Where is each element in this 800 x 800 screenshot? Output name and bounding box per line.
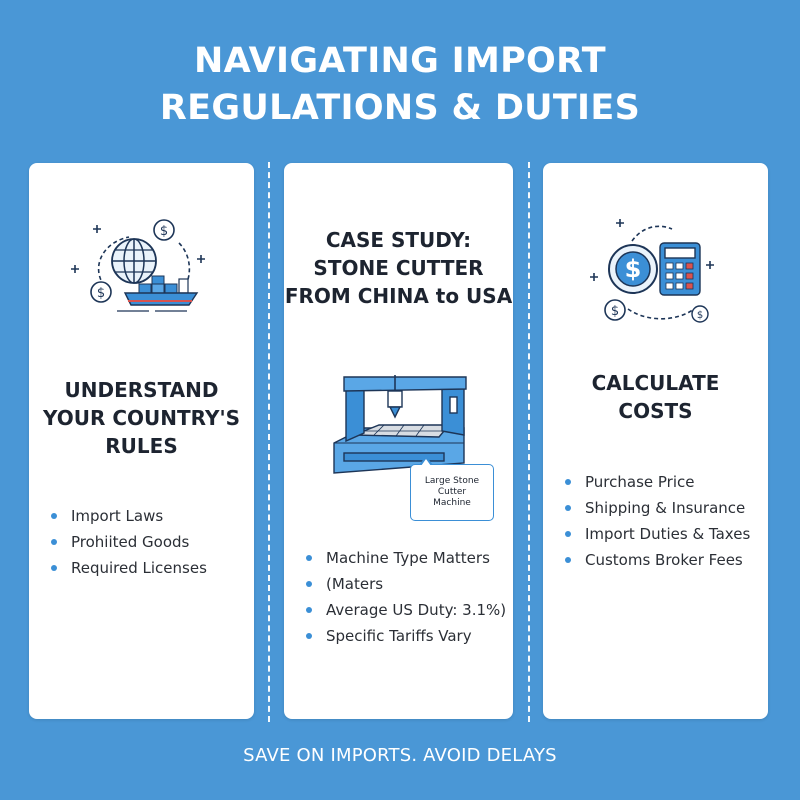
page-title-line-2: REGULATIONS & DUTIES [159,88,641,128]
callout-line: Machine [433,498,471,508]
machine-callout-box: Large Stone Cutter Machine [410,456,494,521]
svg-text:$: $ [611,304,619,319]
case-study-card: CASE STUDY: STONE CUTTER FROM CHINA to U… [284,163,513,719]
list-item: Shipping & Insurance [563,495,750,521]
callout-line: Cutter [437,487,467,497]
page-title-line-1: NAVIGATING IMPORT [194,41,606,81]
list-item: Import Laws [49,503,207,529]
rules-heading: UNDERSTAND YOUR COUNTRY'S RULES [29,376,254,460]
rules-heading-line: UNDERSTAND [64,378,219,402]
costs-heading-line: CALCULATE [591,371,720,395]
list-item: Customs Broker Fees [563,547,750,573]
costs-heading: CALCULATE COSTS [543,369,768,425]
svg-text:$: $ [97,286,105,301]
globe-ship-dollar-icon: $ $ [69,213,209,327]
list-item: (Maters [304,571,506,597]
footer-tagline: SAVE ON IMPORTS. AVOID DELAYS [243,745,557,766]
svg-text:$: $ [697,310,703,321]
case-study-bullet-list: Machine Type Matters (Maters Average US … [304,545,506,649]
rules-card: $ $ UNDERSTAND YOUR COUNTRY'S RULES [29,163,254,719]
page-title: NAVIGATING IMPORT REGULATIONS & DUTIES [0,38,800,132]
case-study-heading-line: CASE STUDY: [325,228,472,252]
case-study-heading: CASE STUDY: STONE CUTTER FROM CHINA to U… [284,226,513,310]
dashed-divider-right [528,162,530,722]
svg-text:$: $ [625,255,642,283]
dashed-divider-left [268,162,270,722]
rules-heading-line: YOUR COUNTRY'S [43,406,240,430]
rules-bullet-list: Import Laws Prohiited Goods Required Lic… [49,503,207,581]
dollar-calculator-icon: $ $ $ [588,213,728,332]
list-item: Average US Duty: 3.1%) [304,597,506,623]
list-item: Prohiited Goods [49,529,207,555]
list-item: Purchase Price [563,469,750,495]
costs-card: $ $ $ [543,163,768,719]
list-item: Machine Type Matters [304,545,506,571]
list-item: Specific Tariffs Vary [304,623,506,649]
costs-bullet-list: Purchase Price Shipping & Insurance Impo… [563,469,750,573]
list-item: Import Duties & Taxes [563,521,750,547]
case-study-heading-line: FROM CHINA to USA [284,284,513,308]
callout-line: Large Stone [424,476,480,486]
case-study-heading-line: STONE CUTTER [313,256,484,280]
costs-heading-line: COSTS [618,399,693,423]
svg-text:$: $ [160,224,168,239]
list-item: Required Licenses [49,555,207,581]
rules-heading-line: RULES [105,434,178,458]
